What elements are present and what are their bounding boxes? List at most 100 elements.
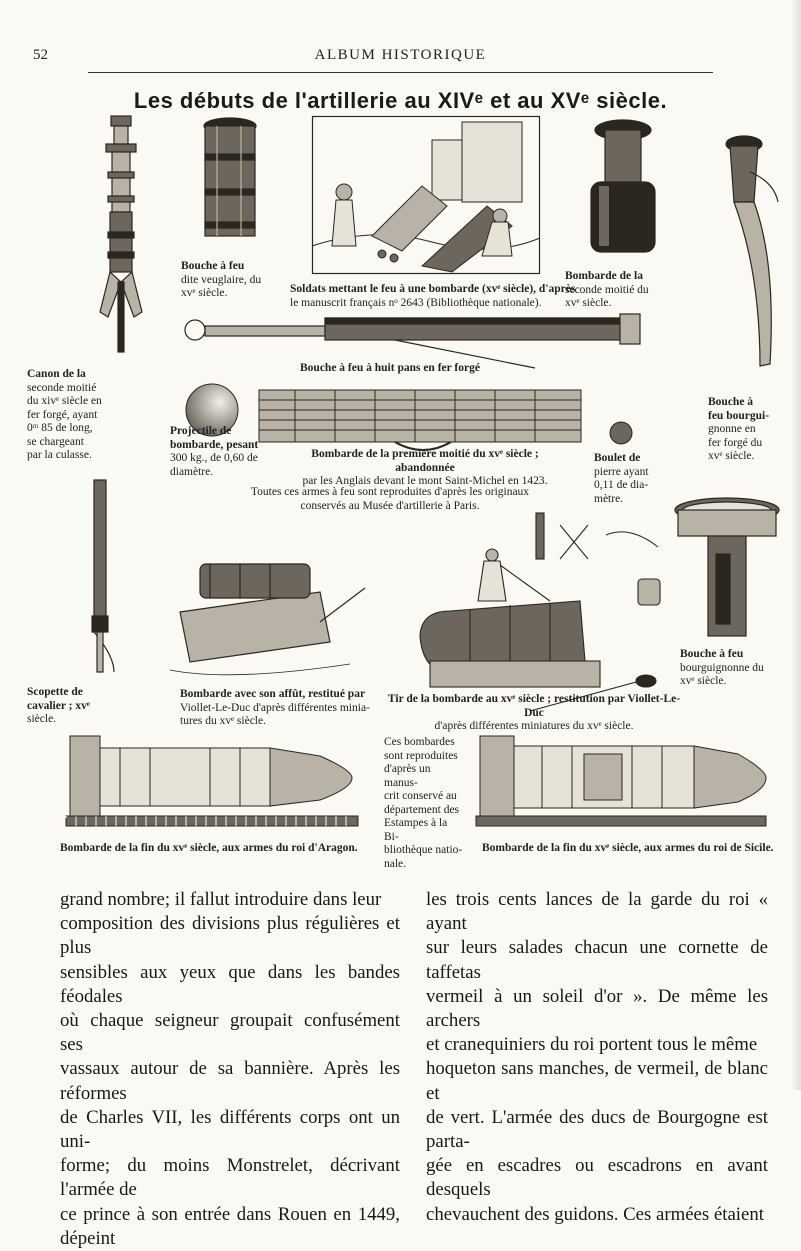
running-head: ALBUM HISTORIQUE — [314, 47, 487, 63]
caption-line: se chargeant — [27, 435, 84, 448]
caption-bourguignonne-right: Bouche à feu bourguignonne du xvᵉ siècle… — [680, 648, 790, 689]
caption-soldats: Soldats mettant le feu à une bombarde (x… — [290, 283, 580, 310]
caption-line: d'après un manus- — [384, 763, 431, 789]
caption-line: Ces bombardes — [384, 736, 455, 748]
scopette-illustration — [91, 479, 115, 673]
caption-line: conservés au Musée d'artillerie à Paris. — [300, 499, 480, 512]
caption-line: Bouche à feu — [181, 260, 245, 272]
caption-line: fer forgé, ayant — [27, 408, 98, 421]
caption-line: seconde moitié du — [565, 283, 649, 296]
caption-line: diamètre. — [170, 465, 214, 478]
caption-ces-bombardes: Ces bombardes sont reproduites d'après u… — [384, 736, 464, 871]
boulet-illustration — [609, 421, 633, 445]
caption-line: Projectile de — [170, 425, 232, 437]
bombarde-affut-illustration — [169, 563, 366, 676]
caption-veuglaire: Bouche à feu dite veuglaire, du xvᵉ sièc… — [181, 260, 301, 301]
body-line: vassaux autour de sa bannière. Après les… — [60, 1058, 400, 1104]
caption-line: Canon de la — [27, 368, 86, 380]
caption-line: du xivᵉ siècle en — [27, 395, 102, 407]
caption-line: crit conservé au — [384, 790, 457, 802]
caption-line: Bombarde de la fin du xvᵉ siècle, aux ar… — [60, 842, 358, 854]
caption-line: cavalier ; xvᵉ — [27, 699, 90, 712]
caption-line: le manuscrit français nᵒ 2643 (Bibliothè… — [290, 296, 542, 309]
caption-scopette: Scopette de cavalier ; xvᵉ siècle. — [27, 686, 127, 727]
caption-line: Boulet de — [594, 452, 641, 464]
huit-pans-illustration — [184, 313, 641, 369]
caption-line: bliothèque natio- — [384, 844, 463, 856]
page-number: 52 — [33, 47, 48, 63]
caption-line: Bombarde de la fin du xvᵉ siècle, aux ar… — [482, 842, 774, 854]
caption-note-originaux: Toutes ces armes à feu sont reproduites … — [230, 486, 550, 513]
body-line: hoqueton sans manches, de vermeil, de bl… — [426, 1058, 768, 1104]
bombarde-mont-saint-michel-illustration — [258, 389, 582, 451]
caption-line: Soldats mettant le feu à une bombarde (x… — [290, 283, 576, 295]
body-line: de Charles VII, les différents corps ont… — [60, 1106, 400, 1153]
body-line: les trois cents lances de la garde du ro… — [426, 889, 768, 935]
caption-line: siècle. — [27, 713, 57, 725]
caption-line: Bombarde avec son affût, restitué par — [180, 688, 366, 700]
body-line: et cranequiniers du roi portent tous le … — [426, 1034, 758, 1056]
body-line: forme; du moins Monstrelet, décrivant l'… — [60, 1155, 400, 1201]
body-line: composition des divisions plus régulière… — [60, 913, 400, 959]
projectile-illustration — [185, 383, 239, 437]
caption-bombarde-premiere: Bombarde de la première moitié du xvᵉ si… — [285, 448, 565, 489]
caption-line: bombarde, pesant — [170, 438, 259, 451]
body-line: de vert. L'armée des ducs de Bourgogne e… — [426, 1106, 768, 1153]
caption-line: Bombarde de la — [565, 270, 643, 282]
scan-shadow — [791, 0, 801, 1090]
caption-line: bourguignonne du — [680, 661, 764, 674]
bouche-bourguignonne-tall-illustration — [725, 135, 779, 367]
caption-bombarde-affut: Bombarde avec son affût, restitué par Vi… — [180, 688, 370, 729]
caption-line: seconde moitié — [27, 381, 97, 394]
caption-line: xvᵉ siècle. — [565, 297, 612, 309]
caption-line: gnonne en — [708, 423, 756, 435]
caption-line: sont reproduites — [384, 749, 458, 762]
body-line: sensibles aux yeux que dans les bandes f… — [60, 961, 400, 1007]
body-right-column: les trois cents lances de la garde du ro… — [426, 888, 768, 1227]
soldats-miniature-illustration — [311, 115, 541, 275]
caption-line: tures du xvᵉ siècle. — [180, 715, 266, 727]
caption-line: xvᵉ siècle. — [680, 675, 727, 687]
caption-bombarde-seconde: Bombarde de la seconde moitié du xvᵉ siè… — [565, 270, 685, 311]
caption-line: Toutes ces armes à feu sont reproduites … — [250, 486, 530, 498]
caption-line: d'après différentes miniatures du xvᵉ si… — [434, 720, 634, 732]
canon-xiv-illustration — [99, 115, 143, 353]
caption-line: 0,11 de dia- — [594, 479, 649, 491]
caption-line: Bouche à feu à huit pans en fer forgé — [300, 362, 480, 374]
caption-line: dite veuglaire, du — [181, 273, 262, 286]
body-line: vermeil à un soleil d'or ». De même les … — [426, 985, 768, 1032]
caption-line: nale. — [384, 857, 407, 870]
caption-line: Bouche à feu — [680, 648, 744, 660]
caption-line: 0ᵐ 85 de long, — [27, 422, 93, 434]
caption-line: feu bourgui- — [708, 409, 770, 422]
bombarde-seconde-illustration — [590, 119, 656, 253]
caption-sicile: Bombarde de la fin du xvᵉ siècle, aux ar… — [482, 842, 782, 856]
caption-line: Viollet-Le-Duc d'après différentes minia… — [180, 701, 370, 714]
tir-bombarde-illustration — [419, 512, 661, 712]
body-line: chevauchent des guidons. Ces armées étai… — [426, 1203, 764, 1225]
bouche-bourguignonne-right-illustration — [674, 497, 780, 637]
caption-line: Scopette de — [27, 686, 83, 698]
body-line: grand nombre; il fallut introduire dans … — [60, 889, 382, 910]
caption-bourguignonne-top: Bouche à feu bourgui- gnonne en fer forg… — [708, 396, 788, 464]
plate-title: Les débuts de l'artillerie au XIVᵉ et au… — [133, 88, 668, 113]
caption-line: xvᵉ siècle. — [708, 450, 755, 462]
caption-boulet: Boulet de pierre ayant 0,11 de dia- mètr… — [594, 452, 674, 506]
caption-line: fer forgé du — [708, 436, 763, 449]
caption-line: Bouche à — [708, 396, 754, 408]
body-line: ce prince à son entrée dans Rouen en 144… — [60, 1203, 400, 1249]
header-rule — [88, 72, 713, 73]
caption-line: département des — [384, 803, 460, 816]
veuglaire-illustration — [203, 117, 257, 237]
caption-line: pierre ayant — [594, 465, 649, 478]
caption-huit-pans: Bouche à feu à huit pans en fer forgé — [300, 362, 560, 376]
bombarde-sicile-illustration — [475, 735, 767, 827]
caption-aragon: Bombarde de la fin du xvᵉ siècle, aux ar… — [60, 842, 380, 856]
body-line: gée en escadres ou escadrons en avant de… — [426, 1155, 768, 1201]
caption-line: 300 kg., de 0,60 de — [170, 452, 258, 464]
bombarde-aragon-illustration — [65, 735, 359, 827]
caption-line: xvᵉ siècle. — [181, 287, 228, 299]
body-line: sur leurs salades chacun une cornette de… — [426, 937, 768, 983]
body-line: où chaque seigneur groupait confusément … — [60, 1010, 400, 1056]
caption-line: par la culasse. — [27, 449, 92, 461]
